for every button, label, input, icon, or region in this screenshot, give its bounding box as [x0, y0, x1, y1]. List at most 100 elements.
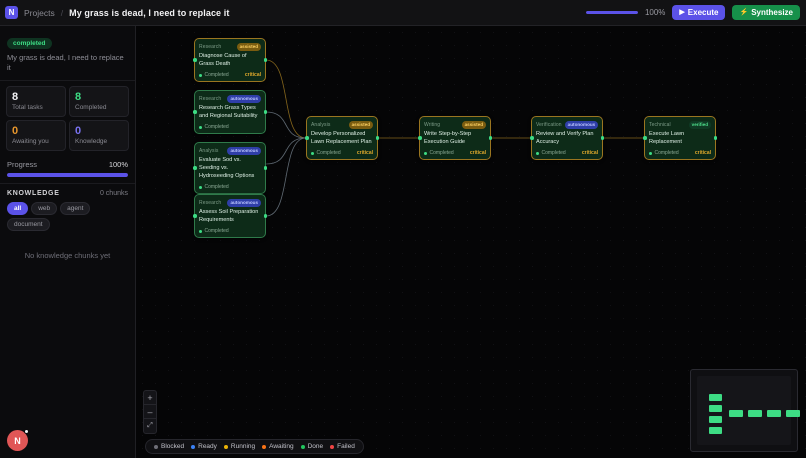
progress-section: Progress 100% — [0, 155, 135, 184]
legend-item-ready: Ready — [191, 443, 217, 450]
node-mode-badge: assisted — [236, 43, 261, 51]
avatar-initial: N — [14, 435, 21, 446]
node-priority: critical — [356, 150, 373, 157]
node-output-port[interactable] — [375, 136, 379, 140]
node-title: Research Grass Types and Regional Suitab… — [199, 105, 258, 120]
synthesize-button[interactable]: ⚡ Synthesize — [732, 5, 800, 20]
sidebar: completed My grass is dead, I need to re… — [0, 26, 136, 458]
node-output-port[interactable] — [263, 58, 267, 62]
progress-value: 100% — [108, 159, 128, 169]
legend-item-awaiting: Awaiting — [262, 443, 294, 450]
breadcrumb-projects-link[interactable]: Projects — [24, 7, 55, 18]
node-output-port[interactable] — [263, 110, 267, 114]
knowledge-filter-agent[interactable]: agent — [60, 201, 91, 215]
sidebar-footer: N — [0, 423, 135, 458]
header-progress-label: 100% — [644, 8, 666, 17]
stat-value: 0 — [75, 124, 82, 137]
node-input-port[interactable] — [193, 58, 197, 62]
bolt-icon: ⚡ — [739, 9, 749, 16]
legend-label: Blocked — [161, 443, 185, 450]
node-mode-badge: autonomous — [564, 121, 599, 129]
knowledge-title: KNOWLEDGE — [7, 189, 60, 197]
node-status-label: Completed — [429, 150, 454, 157]
node-mode-badge: autonomous — [227, 147, 261, 155]
status-dot-icon — [424, 151, 427, 155]
minimap-node — [709, 427, 722, 434]
node-input-port[interactable] — [193, 110, 197, 114]
node-output-port[interactable] — [263, 166, 267, 170]
top-bar: N Projects / My grass is dead, I need to… — [0, 0, 806, 26]
node-category: Research — [199, 95, 222, 102]
node-input-port[interactable] — [530, 136, 534, 140]
zoom-out-icon[interactable]: – — [144, 405, 156, 419]
node-status-label: Completed — [541, 150, 566, 157]
execute-button-label: Execute — [687, 8, 719, 17]
node-input-port[interactable] — [193, 214, 197, 218]
legend-dot-icon — [154, 444, 158, 449]
minimap-viewport — [697, 376, 800, 445]
legend-item-blocked: Blocked — [154, 443, 184, 450]
legend-dot-icon — [262, 444, 267, 449]
zoom-in-icon[interactable]: + — [144, 391, 156, 405]
zoom-controls: + – ⤢ — [143, 390, 157, 434]
progress-bar — [7, 172, 128, 177]
status-dot-icon — [199, 185, 202, 189]
node-status-label: Completed — [654, 150, 679, 157]
node-status-label: Completed — [316, 150, 341, 157]
node-input-port[interactable] — [305, 136, 309, 140]
node-status: Completed — [424, 150, 454, 156]
node-output-port[interactable] — [713, 136, 717, 140]
knowledge-empty-message: No knowledge chunks yet — [24, 250, 111, 260]
stat-value: 8 — [12, 90, 19, 103]
knowledge-filter-web[interactable]: web — [31, 201, 58, 215]
node-output-port[interactable] — [488, 136, 492, 140]
node-input-port[interactable] — [418, 136, 422, 140]
minimap-node — [709, 394, 722, 401]
node-status-label: Completed — [204, 124, 229, 131]
app-logo-icon[interactable]: N — [5, 6, 18, 19]
knowledge-filter-document[interactable]: document — [7, 217, 50, 231]
node-category: Research — [199, 199, 222, 206]
node-status-label: Completed — [204, 228, 229, 235]
legend-label: Ready — [198, 443, 217, 450]
node-status-label: Completed — [204, 72, 229, 79]
page-title: My grass is dead, I need to replace it — [69, 7, 230, 18]
header-progress-bar — [585, 11, 638, 14]
fit-view-icon[interactable]: ⤢ — [147, 422, 153, 429]
avatar[interactable]: N — [7, 429, 29, 451]
stat-value: 0 — [12, 124, 19, 137]
node-input-port[interactable] — [643, 136, 647, 140]
node-input-port[interactable] — [193, 166, 197, 170]
minimap-node — [709, 405, 722, 412]
node-output-port[interactable] — [263, 214, 267, 218]
legend-label: Running — [230, 443, 256, 450]
knowledge-filter-all[interactable]: all — [7, 201, 29, 215]
project-header: completed My grass is dead, I need to re… — [0, 26, 135, 81]
legend-label: Awaiting — [269, 443, 294, 450]
minimap[interactable] — [690, 369, 800, 452]
stat-label: Knowledge — [75, 137, 108, 145]
node-output-port[interactable] — [600, 136, 604, 140]
legend-dot-icon — [223, 444, 228, 449]
legend-item-running: Running — [223, 443, 256, 450]
node-mode-badge: autonomous — [227, 199, 261, 207]
node-status: Completed — [199, 184, 229, 190]
execute-button[interactable]: ▶ Execute — [672, 5, 726, 20]
minimap-node — [748, 410, 762, 417]
node-category: Verification — [536, 121, 562, 128]
